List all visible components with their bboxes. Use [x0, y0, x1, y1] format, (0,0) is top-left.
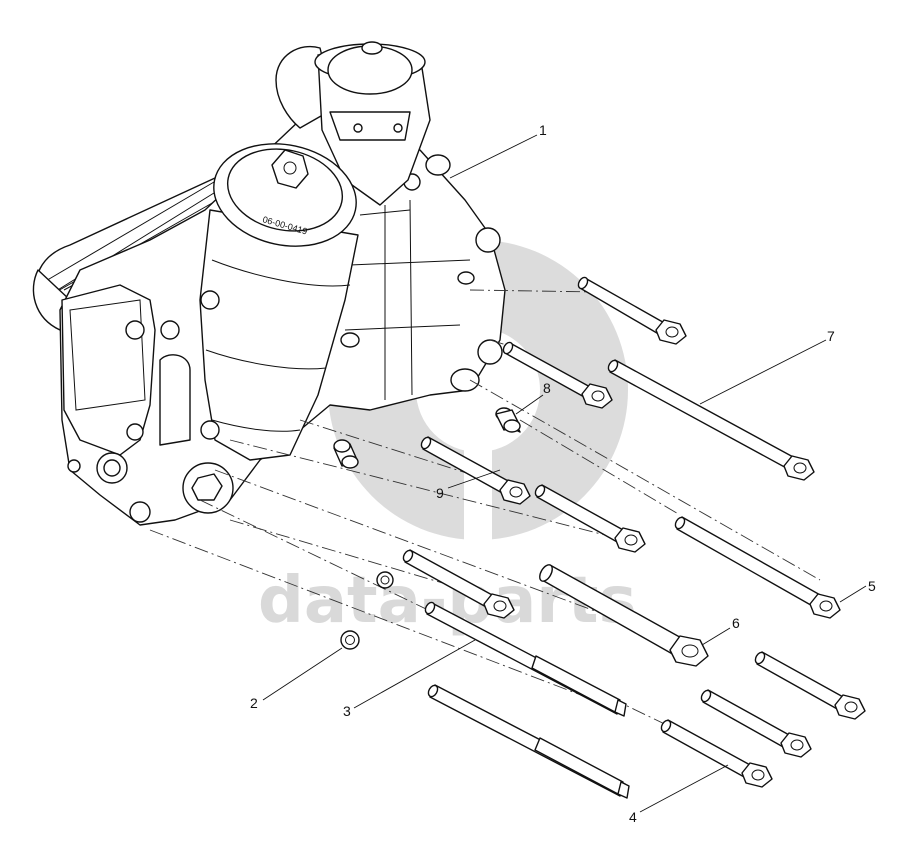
callout-3: 3	[343, 703, 351, 719]
callout-5: 5	[868, 578, 876, 594]
mounting-flange-ears	[340, 154, 503, 392]
washer-2	[340, 630, 360, 650]
callout-9: 9	[436, 485, 444, 501]
bolt-5	[674, 516, 841, 619]
callout-2: 2	[250, 695, 258, 711]
bolt-6	[539, 564, 709, 667]
bolt-near-9	[420, 436, 531, 505]
callout-4: 4	[629, 809, 637, 825]
bolt-7	[607, 359, 815, 481]
callout-8: 8	[543, 380, 551, 396]
bolt-middle	[534, 484, 646, 553]
bolt-medium-upper	[502, 341, 613, 409]
callout-7: 7	[827, 328, 835, 344]
leader-lines	[262, 134, 867, 813]
callout-labels: 1 2 3 4 5 6 7 8 9	[250, 122, 876, 825]
oil-filter-housing-assembly: 06-00-0419	[32, 41, 506, 526]
dowel-sleeves	[333, 407, 521, 469]
bolt-long-top	[577, 276, 687, 345]
stud-3	[424, 601, 627, 717]
filter-canister: 06-00-0419	[199, 143, 359, 461]
sealing-washers	[340, 571, 394, 650]
inlet-neck	[275, 41, 431, 206]
bolt-4	[660, 719, 773, 788]
stud-lower	[427, 684, 630, 799]
callout-1: 1	[539, 122, 547, 138]
bolt-right-lower-b	[700, 689, 812, 758]
washer-upper	[376, 571, 394, 589]
dowel-sleeve-8	[495, 407, 521, 433]
bolt-right-lower-a	[754, 651, 866, 720]
callout-6: 6	[732, 615, 740, 631]
bolts	[402, 276, 866, 799]
front-housing-block	[61, 284, 234, 523]
dowel-sleeve-9	[333, 439, 359, 469]
bolt-front-mid	[402, 549, 515, 619]
